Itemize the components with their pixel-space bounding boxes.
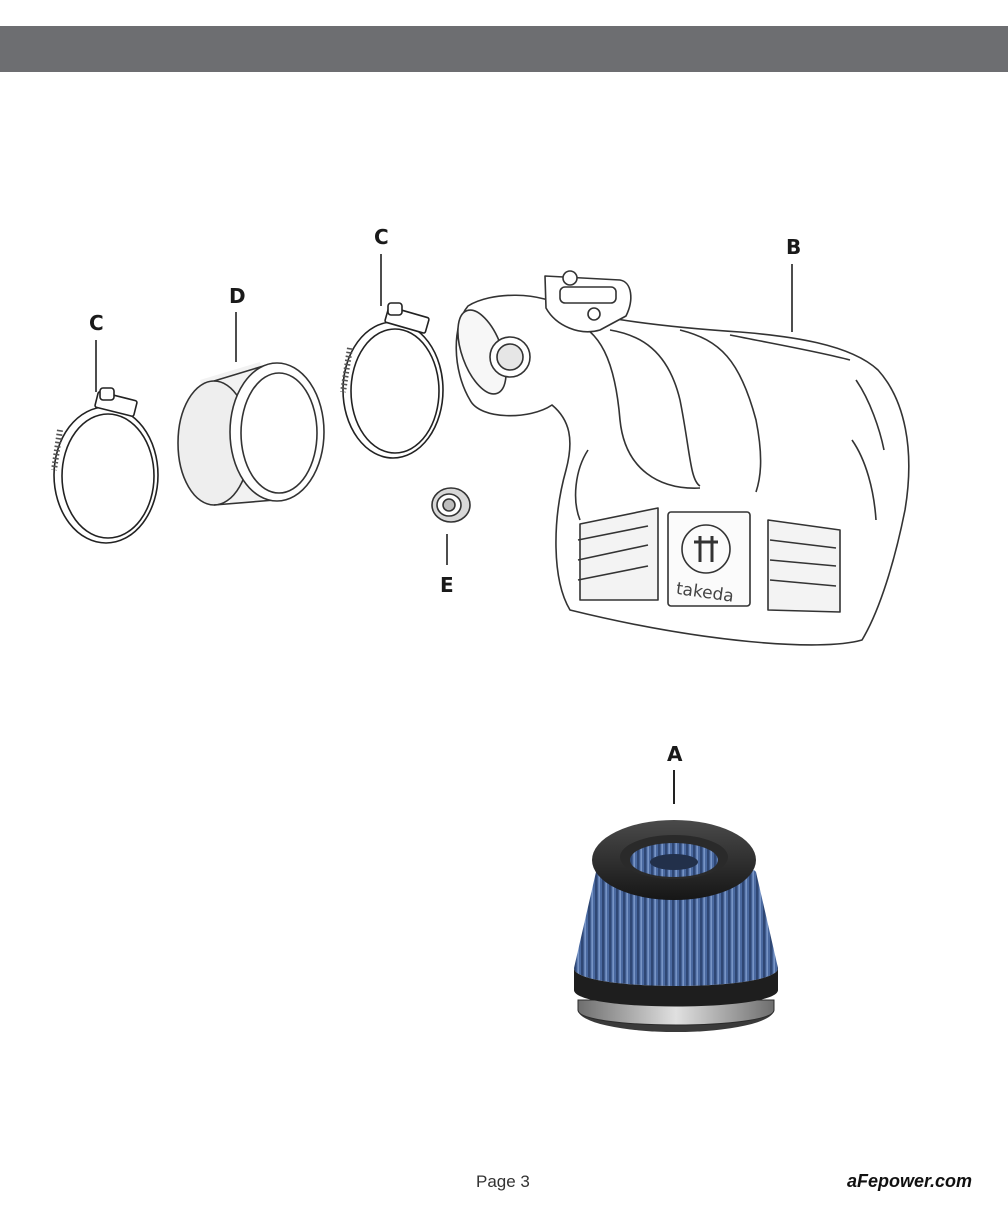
hose-clamp-right [340, 302, 444, 459]
website-link[interactable]: aFepower.com [846, 1171, 972, 1191]
silicone-coupler [177, 362, 325, 506]
callout-label-e: E [440, 573, 454, 597]
intake-housing [455, 270, 910, 646]
header-bar [0, 26, 1008, 72]
callout-label-c-right: C [374, 225, 389, 249]
callout-label-a: A [667, 742, 683, 766]
page-number: Page 3 [476, 1172, 530, 1191]
callout-label-c-left: C [89, 311, 104, 335]
grommet [431, 487, 471, 523]
air-filter [574, 820, 778, 1032]
hose-clamp-left [51, 387, 159, 544]
callout-label-d: D [229, 284, 246, 308]
callout-label-b: B [786, 235, 801, 259]
